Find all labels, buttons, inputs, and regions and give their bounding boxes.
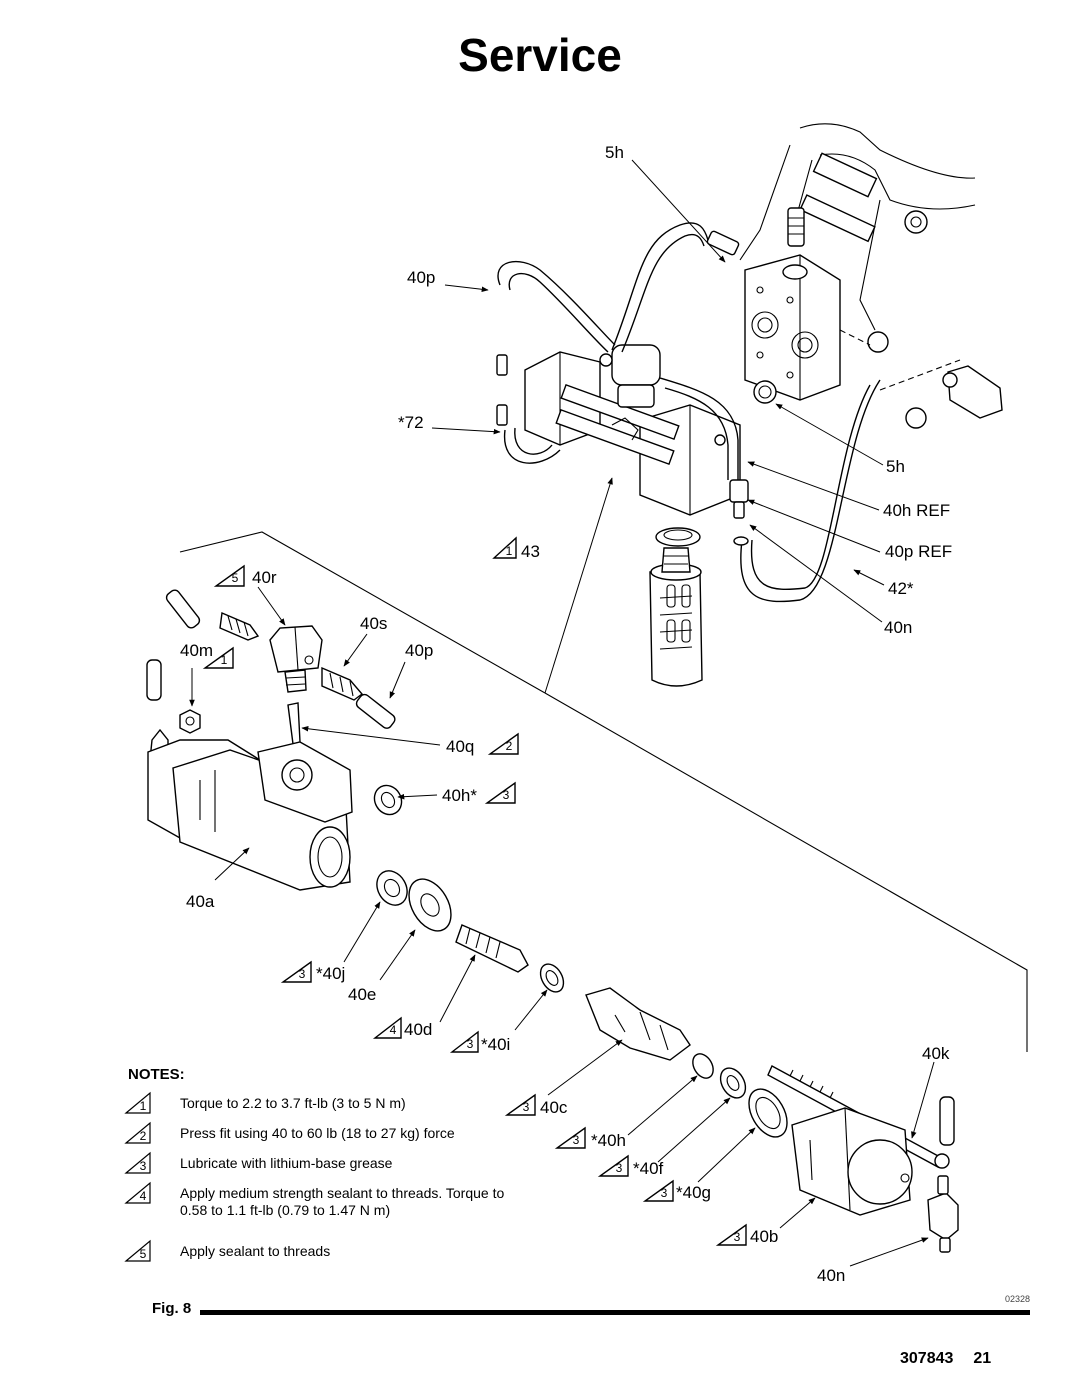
marker-40j: 3 [280, 960, 312, 983]
lower-exploded-drawing [146, 589, 959, 1253]
marker-40m: 1 [202, 646, 234, 669]
marker-43: 1 [492, 536, 517, 559]
callout-labels: 5h 40p *72 5h 40h REF 43 40p REF 42* 40n… [180, 143, 952, 1285]
callout-5h-right: 5h [886, 457, 905, 476]
svg-text:2: 2 [140, 1129, 147, 1143]
callout-40r: 40r [252, 568, 277, 587]
figure-rule [200, 1310, 1030, 1315]
marker-40r: 5 [213, 564, 245, 587]
note-triangle-icon: 2 [124, 1121, 151, 1144]
svg-text:3: 3 [140, 1159, 147, 1173]
marker-40i: 3 [449, 1030, 479, 1053]
svg-text:3: 3 [616, 1161, 623, 1175]
figure-label: Fig. 8 [152, 1300, 192, 1317]
svg-text:2: 2 [506, 739, 513, 753]
marker-40q: 2 [487, 732, 519, 755]
note-1: 1 Torque to 2.2 to 3.7 ft-lb (3 to 5 N m… [124, 1091, 564, 1121]
marker-40d: 4 [372, 1016, 402, 1039]
callout-40h-low: *40h [591, 1131, 626, 1150]
callout-40f: *40f [633, 1159, 664, 1178]
callout-40k: 40k [922, 1044, 950, 1063]
callout-43: 43 [521, 542, 540, 561]
svg-text:3: 3 [734, 1230, 741, 1244]
note-2: 2 Press fit using 40 to 60 lb (18 to 27 … [124, 1121, 564, 1151]
callout-40b: 40b [750, 1227, 778, 1246]
callout-40j: *40j [316, 964, 345, 983]
callout-40i: *40i [481, 1035, 510, 1054]
svg-text:3: 3 [523, 1100, 530, 1114]
callout-40p: 40p [407, 268, 435, 287]
marker-40h-low: 3 [554, 1126, 586, 1149]
svg-text:3: 3 [467, 1037, 474, 1051]
note-text: Apply sealant to threads [180, 1243, 331, 1259]
doc-number: 307843 [900, 1350, 954, 1367]
marker-40f: 3 [597, 1154, 629, 1177]
callout-40q: 40q [446, 737, 474, 756]
callout-40m: 40m [180, 641, 213, 660]
callout-72: *72 [398, 413, 424, 432]
drawing-id: 02328 [1005, 1294, 1031, 1304]
note-3: 3 Lubricate with lithium-base grease [124, 1151, 564, 1181]
callout-40n: 40n [884, 618, 912, 637]
svg-text:1: 1 [221, 653, 228, 667]
callout-40n-low: 40n [817, 1266, 845, 1285]
note-text: Lubricate with lithium-base grease [180, 1155, 393, 1171]
callout-42: 42* [888, 579, 914, 598]
callout-40p-mid: 40p [405, 641, 433, 660]
note-5: 5 Apply sealant to threads [124, 1239, 564, 1269]
note-text: Apply medium strength sealant to threads… [180, 1185, 505, 1218]
svg-text:3: 3 [299, 967, 306, 981]
marker-40h: 3 [484, 781, 516, 804]
svg-text:1: 1 [140, 1099, 147, 1113]
svg-text:1: 1 [506, 544, 513, 558]
note-4: 4 Apply medium strength sealant to threa… [124, 1181, 564, 1239]
note-markers: 1 5 1 2 3 3 4 3 3 3 3 3 3 [202, 536, 747, 1246]
svg-text:5: 5 [232, 571, 239, 585]
page-number: 21 [973, 1350, 992, 1367]
note-text: Press fit using 40 to 60 lb (18 to 27 kg… [180, 1125, 455, 1141]
page-footer: 307843 21 [900, 1350, 991, 1368]
callout-40h-ref: 40h REF [883, 501, 950, 520]
notes-section: NOTES: 1 Torque to 2.2 to 3.7 ft-lb (3 t… [124, 1066, 564, 1269]
marker-40c: 3 [504, 1093, 536, 1116]
svg-text:3: 3 [573, 1133, 580, 1147]
callout-40d: 40d [404, 1020, 432, 1039]
upper-assembly-drawing [496, 123, 1003, 687]
svg-text:3: 3 [503, 788, 510, 802]
callout-40c: 40c [540, 1098, 568, 1117]
note-triangle-icon: 3 [124, 1151, 151, 1174]
svg-text:5: 5 [140, 1247, 147, 1261]
page-title: Service [458, 29, 622, 81]
note-triangle-icon: 4 [124, 1181, 151, 1204]
section-outline [179, 531, 546, 694]
marker-40g: 3 [642, 1179, 674, 1202]
svg-text:4: 4 [390, 1023, 397, 1037]
svg-text:4: 4 [140, 1189, 147, 1203]
notes-heading: NOTES: [128, 1066, 185, 1083]
callout-40h-mid: 40h* [442, 786, 477, 805]
callout-40p-ref: 40p REF [885, 542, 952, 561]
callout-40s: 40s [360, 614, 387, 633]
callout-40e: 40e [348, 985, 376, 1004]
callout-5h: 5h [605, 143, 624, 162]
callout-40a: 40a [186, 892, 215, 911]
leader-lines [189, 159, 935, 1267]
note-text: Torque to 2.2 to 3.7 ft-lb (3 to 5 N m) [180, 1095, 406, 1111]
marker-40b: 3 [715, 1223, 747, 1246]
note-triangle-icon: 5 [124, 1239, 151, 1262]
svg-text:3: 3 [661, 1186, 668, 1200]
note-triangle-icon: 1 [124, 1091, 151, 1114]
callout-40g: *40g [676, 1183, 711, 1202]
